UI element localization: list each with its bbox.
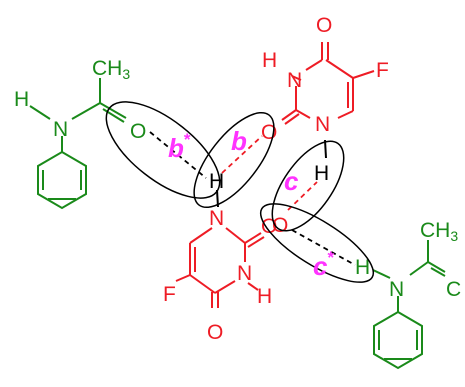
interaction-ellipses: [105, 101, 375, 283]
top-uracil-h3: H: [262, 49, 277, 72]
ellipse-c: [271, 140, 345, 232]
top-uracil-c6-h: H: [314, 162, 329, 185]
bottom-uracil-h6: H: [209, 170, 224, 193]
bottom-uracil-f5: F: [163, 283, 176, 306]
left-amide-o: O: [130, 120, 146, 143]
top-uracil-f5: F: [376, 59, 389, 82]
left-ch3-label: CH3: [92, 57, 130, 82]
top-uracil-n1: N: [315, 113, 330, 136]
hbond-bstar-dash: [149, 131, 207, 179]
top-uracil: [281, 42, 375, 125]
label-b: b: [231, 126, 247, 156]
top-uracil-o4: O: [316, 14, 332, 37]
bottom-uracil-n1: N: [209, 207, 224, 230]
ellipse-cstar: [259, 203, 375, 283]
interaction-labels: b* b c c*: [168, 126, 334, 281]
bottom-uracil-h3: H: [257, 285, 272, 308]
top-uracil-labels: O H N F O N: [261, 14, 389, 144]
bottom-uracil-n3: N: [237, 262, 252, 285]
right-acetanilide: [372, 240, 446, 370]
label-c: c: [284, 166, 299, 196]
hbond-b-dash: [221, 135, 263, 174]
right-amide-n: N: [389, 278, 404, 301]
right-ch3-label: CH3: [420, 219, 458, 244]
left-acetanilide: [29, 78, 127, 210]
top-uracil-o2: O: [261, 121, 277, 144]
right-amide-o: C: [446, 278, 461, 301]
top-uracil-n3: N: [287, 69, 302, 92]
hbond-cstar-dash: [291, 229, 356, 266]
hbond-c-dash: [287, 181, 318, 211]
right-amide-h: H: [355, 256, 370, 279]
ellipse-b: [193, 111, 275, 209]
hbond-dashes: [149, 131, 356, 266]
left-acetanilide-labels: CH3 H N O: [14, 57, 146, 143]
right-acetanilide-labels: CH3 H N C: [355, 219, 461, 301]
bottom-uracil: [175, 227, 265, 308]
ellipse-bstar: [105, 101, 221, 199]
label-c-star: c*: [313, 248, 334, 281]
central-h-labels: H H: [209, 162, 329, 193]
label-b-star: b*: [168, 130, 191, 163]
left-amide-h: H: [14, 88, 29, 111]
bottom-uracil-o4: O: [207, 321, 223, 344]
left-amide-n: N: [53, 118, 68, 141]
bottom-uracil-labels: N O F N H O: [163, 207, 277, 344]
